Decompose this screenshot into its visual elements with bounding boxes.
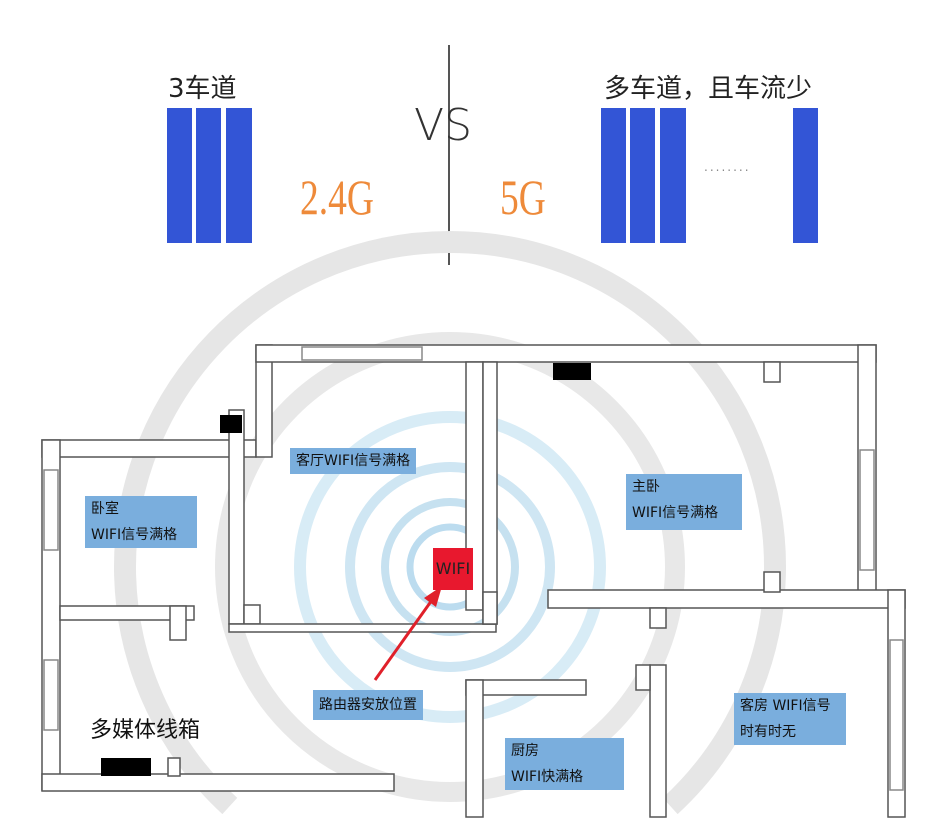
lane-bar bbox=[793, 108, 818, 243]
media-box-label: 多媒体线箱 bbox=[90, 718, 201, 743]
signal-ring bbox=[215, 332, 685, 802]
walls bbox=[41, 344, 906, 818]
lane-bar bbox=[196, 108, 221, 243]
lanes-5g-title: 多车道，且车流少 bbox=[604, 74, 813, 104]
guest-line2: 时有时无 bbox=[740, 724, 796, 740]
lane-bar bbox=[660, 108, 686, 243]
wall-box bbox=[553, 363, 591, 380]
signal-ring bbox=[345, 462, 555, 672]
vs-label: VS bbox=[414, 100, 473, 151]
master-name: 主卧 bbox=[632, 479, 660, 495]
divider-line bbox=[448, 45, 450, 265]
band-24g-label: 2.4G bbox=[300, 169, 374, 225]
router-marker: WIFI bbox=[433, 548, 473, 590]
lane-bar bbox=[167, 108, 192, 243]
media-box-block bbox=[101, 758, 151, 776]
router-note-label: 路由器安放位置 bbox=[313, 690, 423, 720]
lanes-24g-title: 3车道 bbox=[168, 74, 237, 104]
signal-ring bbox=[294, 411, 606, 723]
band-5g-label: 5G bbox=[500, 169, 546, 225]
guest-line1: 客房 WIFI信号 bbox=[740, 698, 831, 714]
guest-room-label: 客房 WIFI信号 时有时无 bbox=[734, 693, 846, 745]
master-bedroom-label: 主卧 WIFI信号满格 bbox=[626, 474, 742, 530]
lane-bar bbox=[630, 108, 655, 243]
kitchen-name: 厨房 bbox=[511, 743, 539, 759]
lane-bar bbox=[601, 108, 626, 243]
kitchen-signal: WIFI快满格 bbox=[511, 769, 584, 785]
bedroom-name: 卧室 bbox=[91, 501, 119, 517]
lane-ellipsis: ........ bbox=[704, 160, 751, 174]
lane-bar bbox=[226, 108, 252, 243]
master-signal: WIFI信号满格 bbox=[632, 505, 719, 521]
living-room-label: 客厅WIFI信号满格 bbox=[290, 448, 417, 474]
bedroom-label: 卧室 WIFI信号满格 bbox=[85, 496, 197, 548]
router-arrow bbox=[373, 586, 442, 681]
bedroom-signal: WIFI信号满格 bbox=[91, 527, 178, 543]
kitchen-label: 厨房 WIFI快满格 bbox=[505, 738, 624, 790]
wall-box bbox=[220, 415, 242, 433]
